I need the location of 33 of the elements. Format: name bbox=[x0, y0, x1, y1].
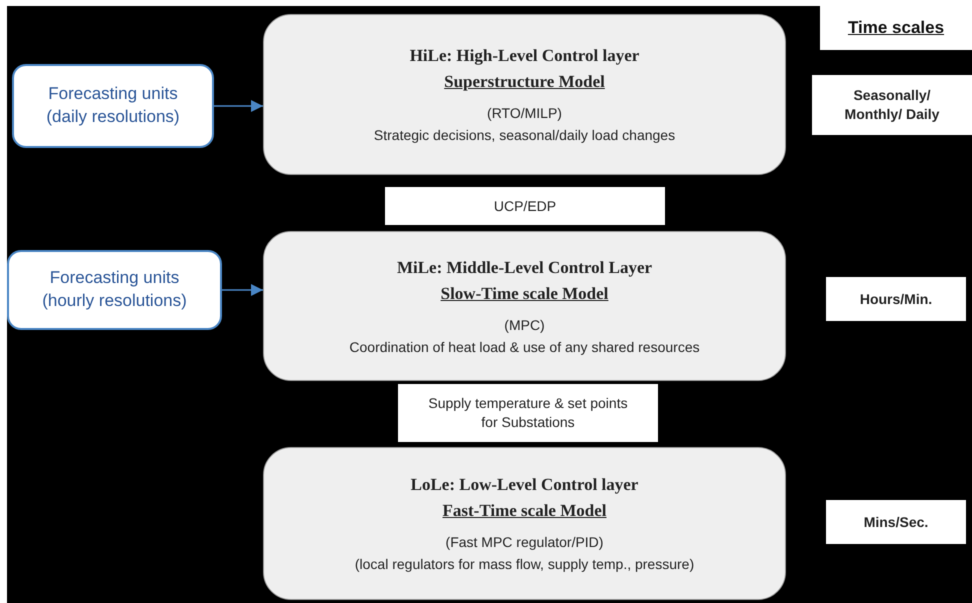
model-name: Superstructure Model bbox=[444, 72, 605, 92]
control-layer-box bbox=[263, 231, 786, 381]
box-label: UCP/EDP bbox=[494, 196, 556, 216]
layer-description: Strategic decisions, seasonal/daily load changes bbox=[374, 127, 676, 143]
method-label: (Fast MPC regulator/PID) bbox=[446, 534, 604, 550]
forecast-box bbox=[12, 64, 214, 148]
signal-box bbox=[385, 187, 665, 225]
arrow bbox=[222, 284, 263, 296]
forecast-box bbox=[7, 250, 222, 330]
method-label: (MPC) bbox=[504, 316, 545, 332]
time-scale-box bbox=[812, 75, 972, 135]
box-label: Supply temperature & set points for Substations bbox=[427, 394, 629, 432]
layer-description: (local regulators for mass flow, supply temp., pressure) bbox=[354, 556, 694, 572]
box-label: Forecasting units (daily resolutions) bbox=[45, 83, 181, 128]
layer-title: MiLe: Middle-Level Control Layer bbox=[396, 258, 652, 278]
signal-box bbox=[398, 384, 658, 442]
box-label: Mins/Sec. bbox=[864, 512, 928, 532]
model-name: Fast-Time scale Model bbox=[442, 501, 606, 521]
model-name: Slow-Time scale Model bbox=[440, 284, 608, 304]
time-scale-box bbox=[826, 277, 966, 321]
box-label: Seasonally/ Monthly/ Daily bbox=[844, 86, 940, 124]
layer-title: HiLe: High-Level Control layer bbox=[410, 46, 640, 66]
time-scale-box bbox=[826, 500, 966, 544]
box-label: Time scales bbox=[848, 18, 944, 38]
heading-box bbox=[820, 6, 972, 50]
control-layer-box bbox=[263, 447, 786, 600]
arrow bbox=[214, 100, 263, 112]
control-layer-box bbox=[263, 14, 786, 175]
box-label: Hours/Min. bbox=[860, 290, 932, 308]
layer-description: Coordination of heat load & use of any shared resources bbox=[349, 338, 700, 354]
layer-title: LoLe: Low-Level Control layer bbox=[410, 475, 638, 495]
method-label: (RTO/MILP) bbox=[487, 105, 562, 121]
box-label: Forecasting units (hourly resolutions) bbox=[41, 267, 188, 312]
